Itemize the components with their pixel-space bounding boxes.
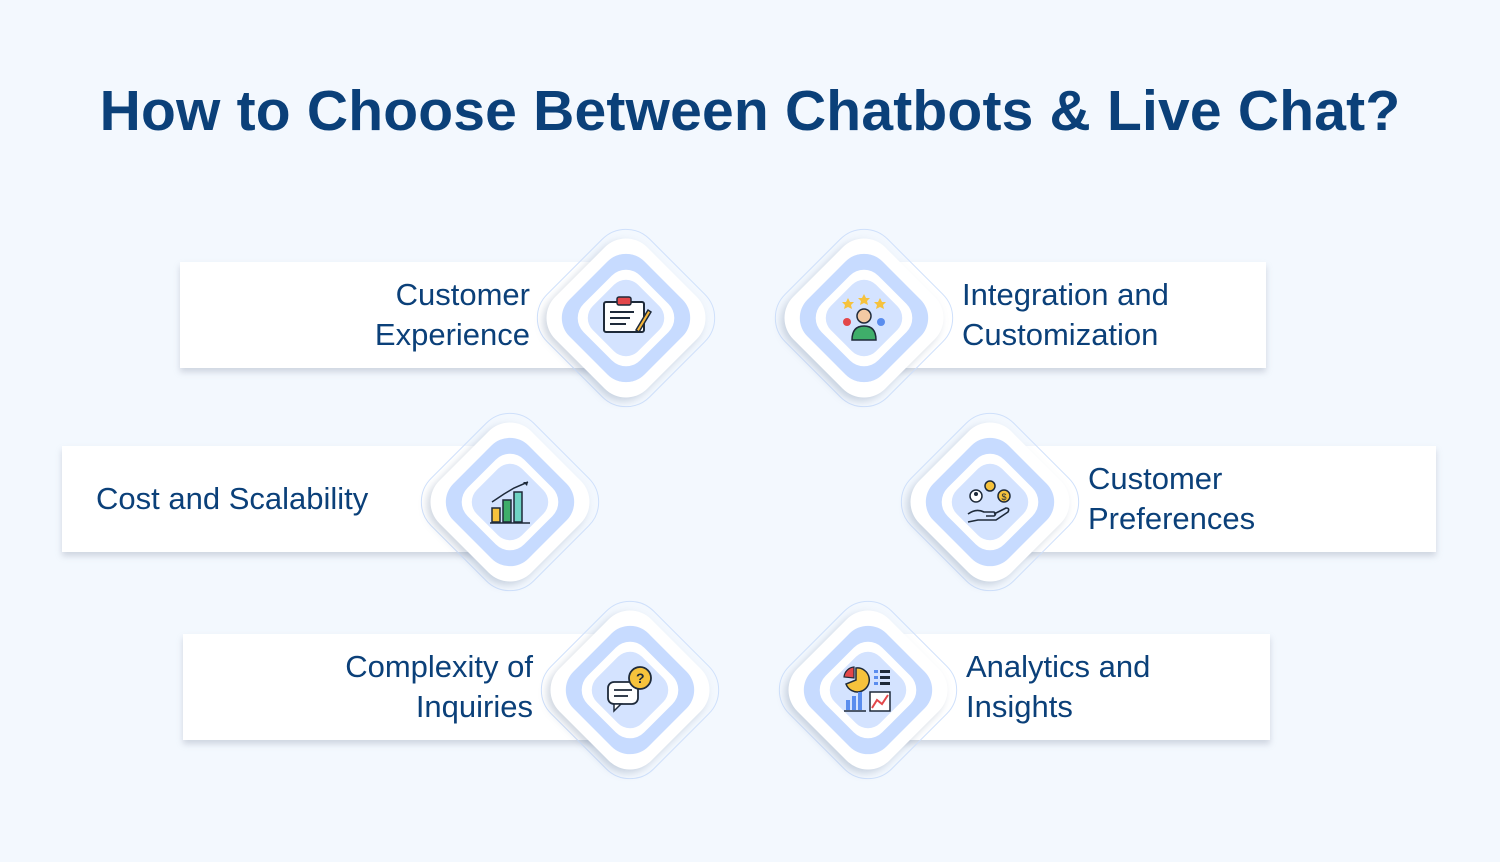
card-label-line1: Customer (395, 277, 530, 312)
badge-analytics-insights (764, 586, 972, 794)
badge-customer-experience (522, 214, 730, 422)
card-label-line1: Integration and (962, 277, 1169, 312)
badge-integration-customization (760, 214, 968, 422)
card-label-line2: Customization (962, 317, 1159, 352)
card-cost-scalability: Cost and Scalability (62, 446, 482, 552)
card-label: Cost and Scalability (96, 479, 368, 519)
analytics-dashboard-icon (843, 666, 891, 712)
card-label-line2: Insights (966, 689, 1073, 724)
card-label-line1: Complexity of (345, 649, 533, 684)
card-label-line2: Inquiries (415, 689, 533, 724)
svg-text:$: $ (1002, 492, 1007, 502)
card-label: Complexity of Inquiries (345, 647, 533, 727)
badge-complexity-inquiries: ? (526, 586, 734, 794)
card-label-line1: Customer (1088, 461, 1223, 496)
hand-people-money-icon: $ (967, 480, 1011, 523)
svg-text:?: ? (636, 670, 645, 686)
card-label-line2: Experience (374, 317, 530, 352)
card-label-line1: Cost and Scalability (96, 481, 369, 516)
card-label: Analytics and Insights (966, 647, 1150, 727)
bar-chart-growth-icon (490, 481, 530, 524)
card-label-line2: Preferences (1088, 501, 1256, 536)
card-label: Customer Experience (375, 275, 530, 355)
card-label-line1: Analytics and (966, 649, 1151, 684)
card-label: Integration and Customization (962, 275, 1169, 355)
card-label: Customer Preferences (1088, 459, 1255, 539)
badge-cost-scalability (406, 398, 614, 606)
badge-customer-preferences: $ (886, 398, 1094, 606)
clipboard-pen-icon (603, 296, 652, 334)
rated-person-icon (842, 294, 886, 341)
question-chat-icon: ? (607, 666, 652, 713)
page-title: How to Choose Between Chatbots & Live Ch… (99, 79, 1401, 143)
